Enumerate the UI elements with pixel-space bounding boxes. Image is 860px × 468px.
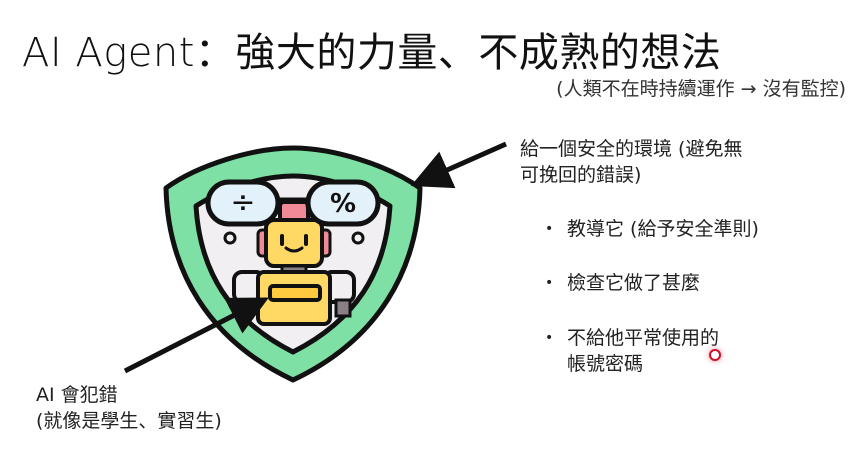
bullet-check: 檢查它做了甚麼 [545, 270, 787, 296]
pointer-cursor-icon [709, 349, 721, 361]
ai-mistakes-note: AI 會犯錯 (就像是學生、實習生) [36, 382, 296, 434]
note-line: AI 會犯錯 [36, 384, 118, 406]
slide-subtitle: (人類不在時持續運作 → 沒有監控) [556, 78, 846, 100]
slide-title: AI Agent：強大的力量、不成熟的想法 [22, 30, 722, 76]
arrow-to-shield [410, 141, 508, 189]
note-line: 可挽回的錯誤) [520, 164, 642, 186]
bullet-teach: 教導它 (給予安全準則) [545, 216, 787, 242]
bullet-line: 不給他平常使用的 [567, 327, 720, 349]
note-line: 給一個安全的環境 (避免無 [520, 138, 743, 160]
bullet-line: 帳號密碼 [567, 353, 644, 375]
bullet-list: 教導它 (給予安全準則) 檢查它做了甚麼 不給他平常使用的 帳號密碼 [545, 216, 787, 377]
safe-environment-note: 給一個安全的環境 (避免無 可挽回的錯誤) [520, 136, 790, 188]
arrow-to-robot [123, 297, 269, 374]
divide-symbol: ÷ [230, 185, 255, 220]
percent-symbol: % [330, 189, 356, 219]
bullet-credentials: 不給他平常使用的 帳號密碼 [545, 325, 787, 377]
note-line: (就像是學生、實習生) [36, 410, 222, 432]
